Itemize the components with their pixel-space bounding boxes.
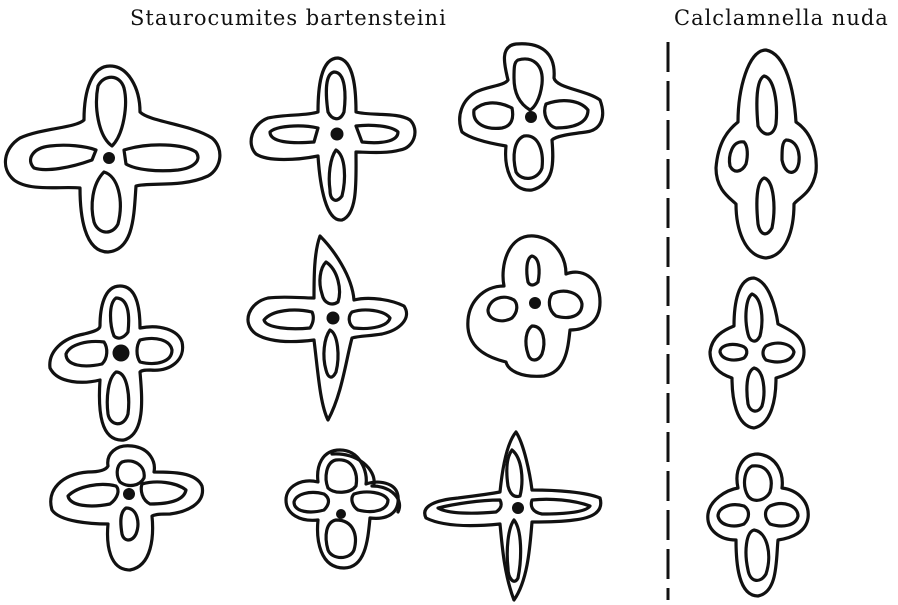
specimen-c3 [708, 454, 808, 596]
specimen-s6 [468, 236, 600, 376]
specimen-s2 [251, 58, 415, 220]
specimen-s4 [50, 286, 183, 440]
specimen-s1 [5, 66, 219, 252]
specimen-c2 [710, 278, 804, 428]
specimen-s5 [248, 236, 407, 420]
specimen-s9 [425, 432, 601, 600]
specimen-c1 [716, 50, 816, 258]
specimen-s8 [286, 450, 400, 568]
specimen-s7 [51, 446, 203, 570]
specimen-s3 [460, 44, 603, 190]
